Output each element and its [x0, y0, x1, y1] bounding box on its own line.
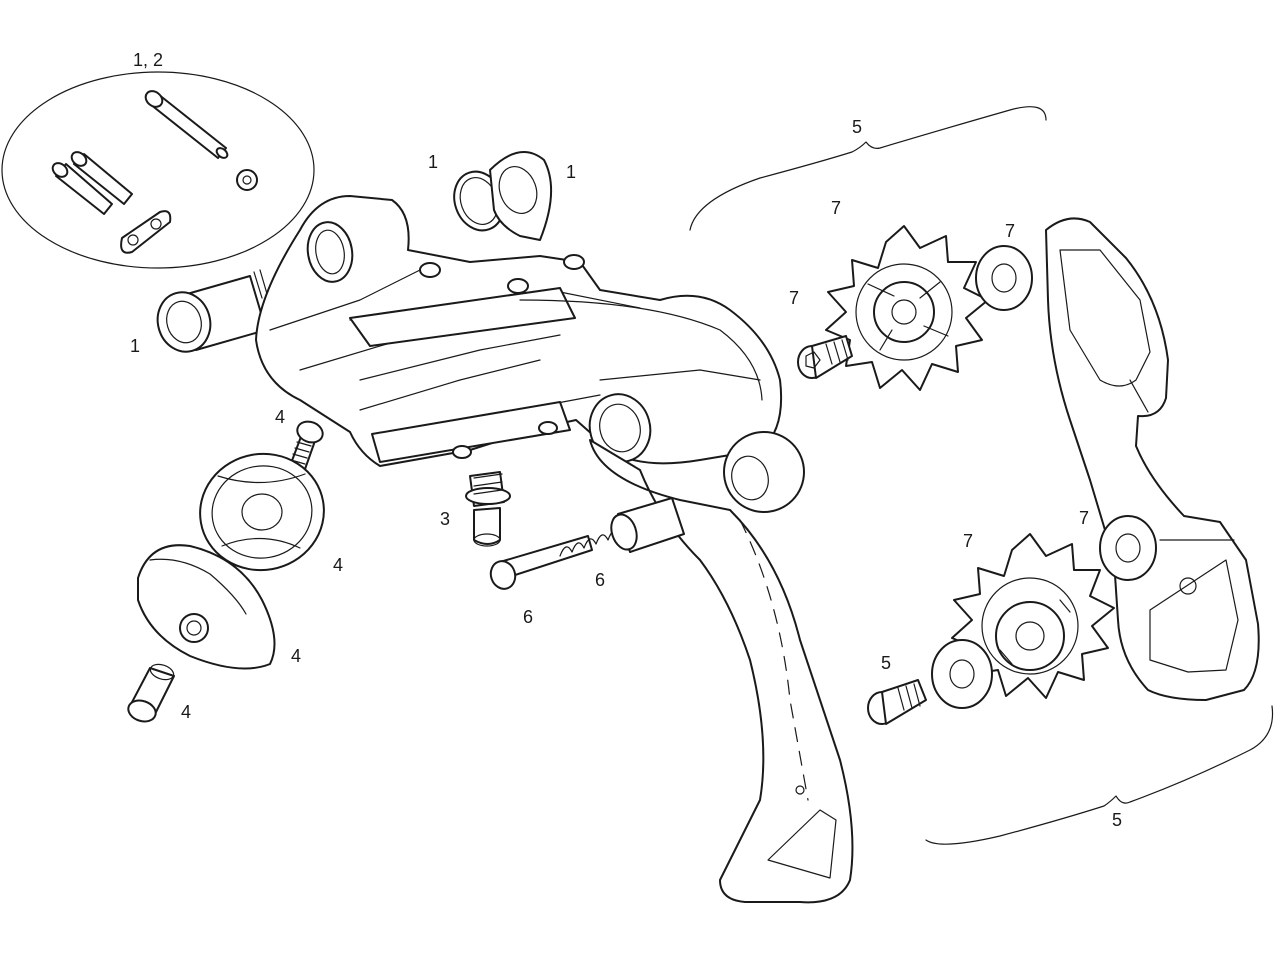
callout-cap-shaped: 4: [291, 646, 301, 666]
upper-pulley: [825, 225, 989, 391]
left-bushing: [156, 269, 271, 353]
callout-pins-group: 1, 2: [133, 50, 163, 70]
callout-pulley-top-left: 7: [831, 198, 841, 218]
lower-pulley-washer-right: [1099, 515, 1157, 581]
spring-assembly: [489, 497, 685, 590]
callout-pulley-bottom-left: 7: [963, 531, 973, 551]
callout-cap-round: 4: [333, 555, 343, 575]
long-pin: [144, 90, 229, 159]
link-plate: [120, 210, 172, 254]
shaped-cap: [137, 544, 276, 670]
pins-inset: [1, 71, 315, 269]
callout-bushing-upper-right: 1: [566, 162, 576, 182]
callout-pulley-top-right: 7: [1005, 221, 1015, 241]
lower-pulley-bolt: [867, 679, 927, 725]
cage-brace-top: [689, 106, 1047, 231]
callout-pulley-bottom-right: 7: [1079, 508, 1089, 528]
callout-screw-b: 3: [440, 509, 450, 529]
callout-bushing-left: 1: [130, 336, 140, 356]
upper-bushings: [453, 151, 553, 241]
lower-pulley-washer-left: [931, 639, 993, 709]
b-screw: [465, 471, 511, 547]
callout-pulley-bolt-top: 7: [789, 288, 799, 308]
outer-cage-arm: [589, 439, 854, 904]
callout-spring-right: 6: [595, 570, 605, 590]
pin-clip: [236, 169, 258, 191]
callout-cage-bottom: 5: [1112, 810, 1122, 830]
lower-pulley: [951, 533, 1115, 699]
twin-pins: [51, 151, 133, 215]
callout-bolt-top: 4: [275, 407, 285, 427]
upper-pulley-bolt: [797, 335, 853, 379]
upper-pulley-washer: [975, 245, 1033, 311]
callout-labels: 1, 2 1 1 1 4 4 4 4 3 6 6 5 5 5 7 7 7 7 7: [130, 50, 1122, 830]
callout-cage-top: 5: [852, 117, 862, 137]
callout-bushing-upper-left: 1: [428, 152, 438, 172]
derailleur-body: [255, 195, 805, 513]
callout-spring-left: 6: [523, 607, 533, 627]
cap-nut: [127, 663, 175, 723]
callout-nut: 4: [181, 702, 191, 722]
callout-bolt-lower: 5: [881, 653, 891, 673]
round-cap: [199, 452, 325, 572]
cage-brace-bottom: [925, 705, 1274, 845]
